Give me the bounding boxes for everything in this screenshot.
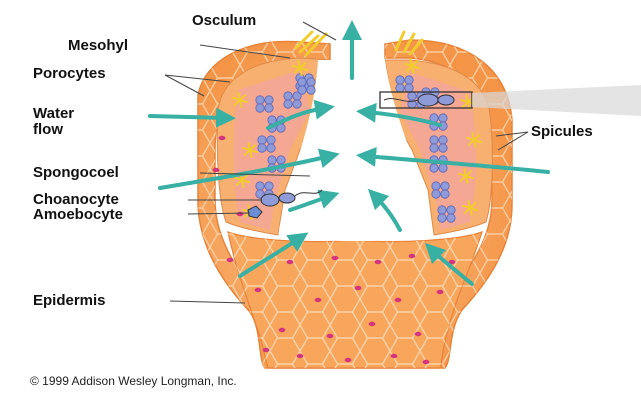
pore: [255, 288, 262, 292]
pore: [315, 298, 322, 302]
choanocyte-cell: [265, 96, 273, 104]
choanocyte-cell: [284, 92, 292, 100]
choanocyte-cell: [265, 182, 273, 190]
label-mesohyl: Mesohyl: [68, 38, 128, 54]
choanocyte-cell: [439, 114, 447, 122]
choanocyte-cell: [267, 136, 275, 144]
choanocyte-cell: [408, 92, 416, 100]
choanocyte-cell: [405, 76, 413, 84]
pore: [279, 328, 286, 332]
choanocyte-cell: [405, 84, 413, 92]
choanocyte-cell: [438, 214, 446, 222]
pore: [423, 360, 430, 364]
choanocyte-cell: [432, 182, 440, 190]
label-water-flow: Water flow: [33, 106, 74, 138]
choanocyte-cell: [265, 104, 273, 112]
choanocyte-cell: [307, 78, 315, 86]
choanocyte-cell: [256, 182, 264, 190]
pore: [297, 354, 304, 358]
choanocyte-cell: [441, 190, 449, 198]
choanocyte-cell: [430, 136, 438, 144]
pore: [369, 322, 376, 326]
choanocyte-cell: [439, 164, 447, 172]
copyright-notice: © 1999 Addison Wesley Longman, Inc.: [30, 374, 237, 388]
label-osculum: Osculum: [192, 13, 256, 29]
pore: [219, 136, 226, 140]
pore: [395, 298, 402, 302]
pore: [345, 358, 352, 362]
choanocyte-cell: [277, 156, 285, 164]
pore: [287, 260, 294, 264]
choanocyte-cell: [256, 104, 264, 112]
choanocyte-cell: [307, 86, 315, 94]
label-flow: flow: [33, 121, 63, 138]
choanocyte-cell: [267, 144, 275, 152]
label-spicules: Spicules: [531, 124, 593, 140]
label-epidermis: Epidermis: [33, 293, 106, 309]
pore: [391, 354, 398, 358]
pore: [332, 256, 339, 260]
choanocyte-cell: [293, 100, 301, 108]
pore: [327, 334, 334, 338]
choanocyte-cell: [268, 156, 276, 164]
choanocyte-cell: [396, 84, 404, 92]
choanocyte-cell: [396, 76, 404, 84]
choanocyte-cell: [430, 144, 438, 152]
choanocyte-cell: [430, 164, 438, 172]
choanocyte-cell: [258, 144, 266, 152]
choanocyte-cell: [258, 136, 266, 144]
pore: [213, 168, 220, 172]
pore: [355, 286, 362, 290]
pore: [263, 348, 270, 352]
choanocyte-cell: [447, 206, 455, 214]
pore: [375, 260, 382, 264]
choanocyte-cell: [298, 78, 306, 86]
pore: [415, 332, 422, 336]
choanocyte-cell: [447, 214, 455, 222]
choanocyte-cell: [284, 100, 292, 108]
choanocyte-cell: [439, 136, 447, 144]
sponge-stalk: [228, 232, 482, 368]
pore: [227, 258, 234, 262]
inflow-arrow-left-top: [150, 116, 226, 118]
pore: [409, 254, 416, 258]
label-spongocoel: Spongocoel: [33, 165, 119, 181]
label-water: Water: [33, 105, 74, 122]
label-amoebocyte: Amoebocyte: [33, 207, 123, 223]
pore: [437, 290, 444, 294]
choanocyte-cell: [298, 86, 306, 94]
choanocyte-cell: [432, 190, 440, 198]
choanocyte-cell: [441, 182, 449, 190]
pore: [237, 212, 244, 216]
choanocyte-cell: [438, 206, 446, 214]
choanocyte-cell: [439, 144, 447, 152]
choanocyte-cell: [256, 96, 264, 104]
label-porocytes: Porocytes: [33, 66, 106, 82]
